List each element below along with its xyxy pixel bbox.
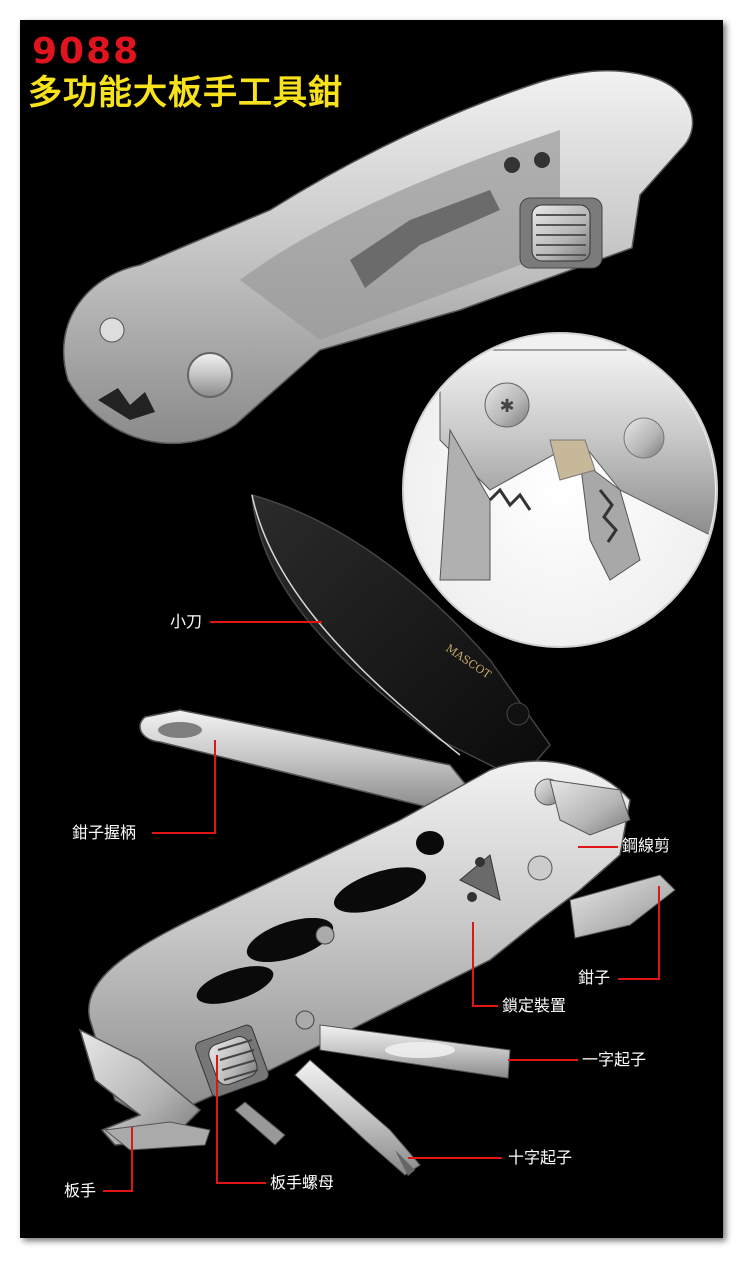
label-flat-screwdriver: 一字起子 (582, 1050, 647, 1069)
zoom-detail: ✱ (402, 332, 718, 648)
knife-blade: MASCOT (251, 493, 551, 781)
wrench-nut-leader-v (216, 1055, 218, 1184)
lock-leader-v (472, 922, 474, 1007)
wrench-nut-leader-h (216, 1182, 266, 1184)
multitool-body (78, 760, 676, 1176)
plier-handle-leader-h (152, 832, 216, 834)
label-knife: 小刀 (170, 612, 203, 631)
phillips-screwdriver-leader-line (408, 1157, 502, 1159)
label-wrench-nut: 板手螺母 (270, 1173, 335, 1192)
pliers-leader-h (618, 978, 660, 980)
product-image-frame: 9088 多功能大板手工具鉗 (20, 20, 723, 1238)
model-number: 9088 (32, 31, 141, 72)
label-lock: 鎖定裝置 (502, 996, 567, 1015)
knife-leader-line (210, 621, 322, 623)
plier-handle-shape (139, 709, 472, 811)
pliers-leader-v (658, 886, 660, 980)
lock-leader-h (472, 1005, 498, 1007)
plier-handle-leader-v (214, 740, 216, 834)
label-wrench: 板手 (64, 1181, 97, 1200)
label-wire-cutter: 鋼線剪 (622, 836, 671, 855)
tool-illustration: ✱ MASCOT (62, 69, 718, 1176)
wire-cutter-leader-line (578, 846, 618, 848)
wrench-leader-h (103, 1190, 133, 1192)
label-plier-handle: 鉗子握柄 (72, 823, 137, 842)
label-phillips-screwdriver: 十字起子 (508, 1148, 573, 1167)
flat-screwdriver-leader-line (508, 1059, 578, 1061)
svg-text:✱: ✱ (499, 396, 514, 417)
wrench-leader-v (131, 1127, 133, 1192)
folded-tool (62, 69, 694, 445)
label-pliers: 鉗子 (578, 968, 611, 987)
product-title: 多功能大板手工具鉗 (28, 73, 343, 113)
